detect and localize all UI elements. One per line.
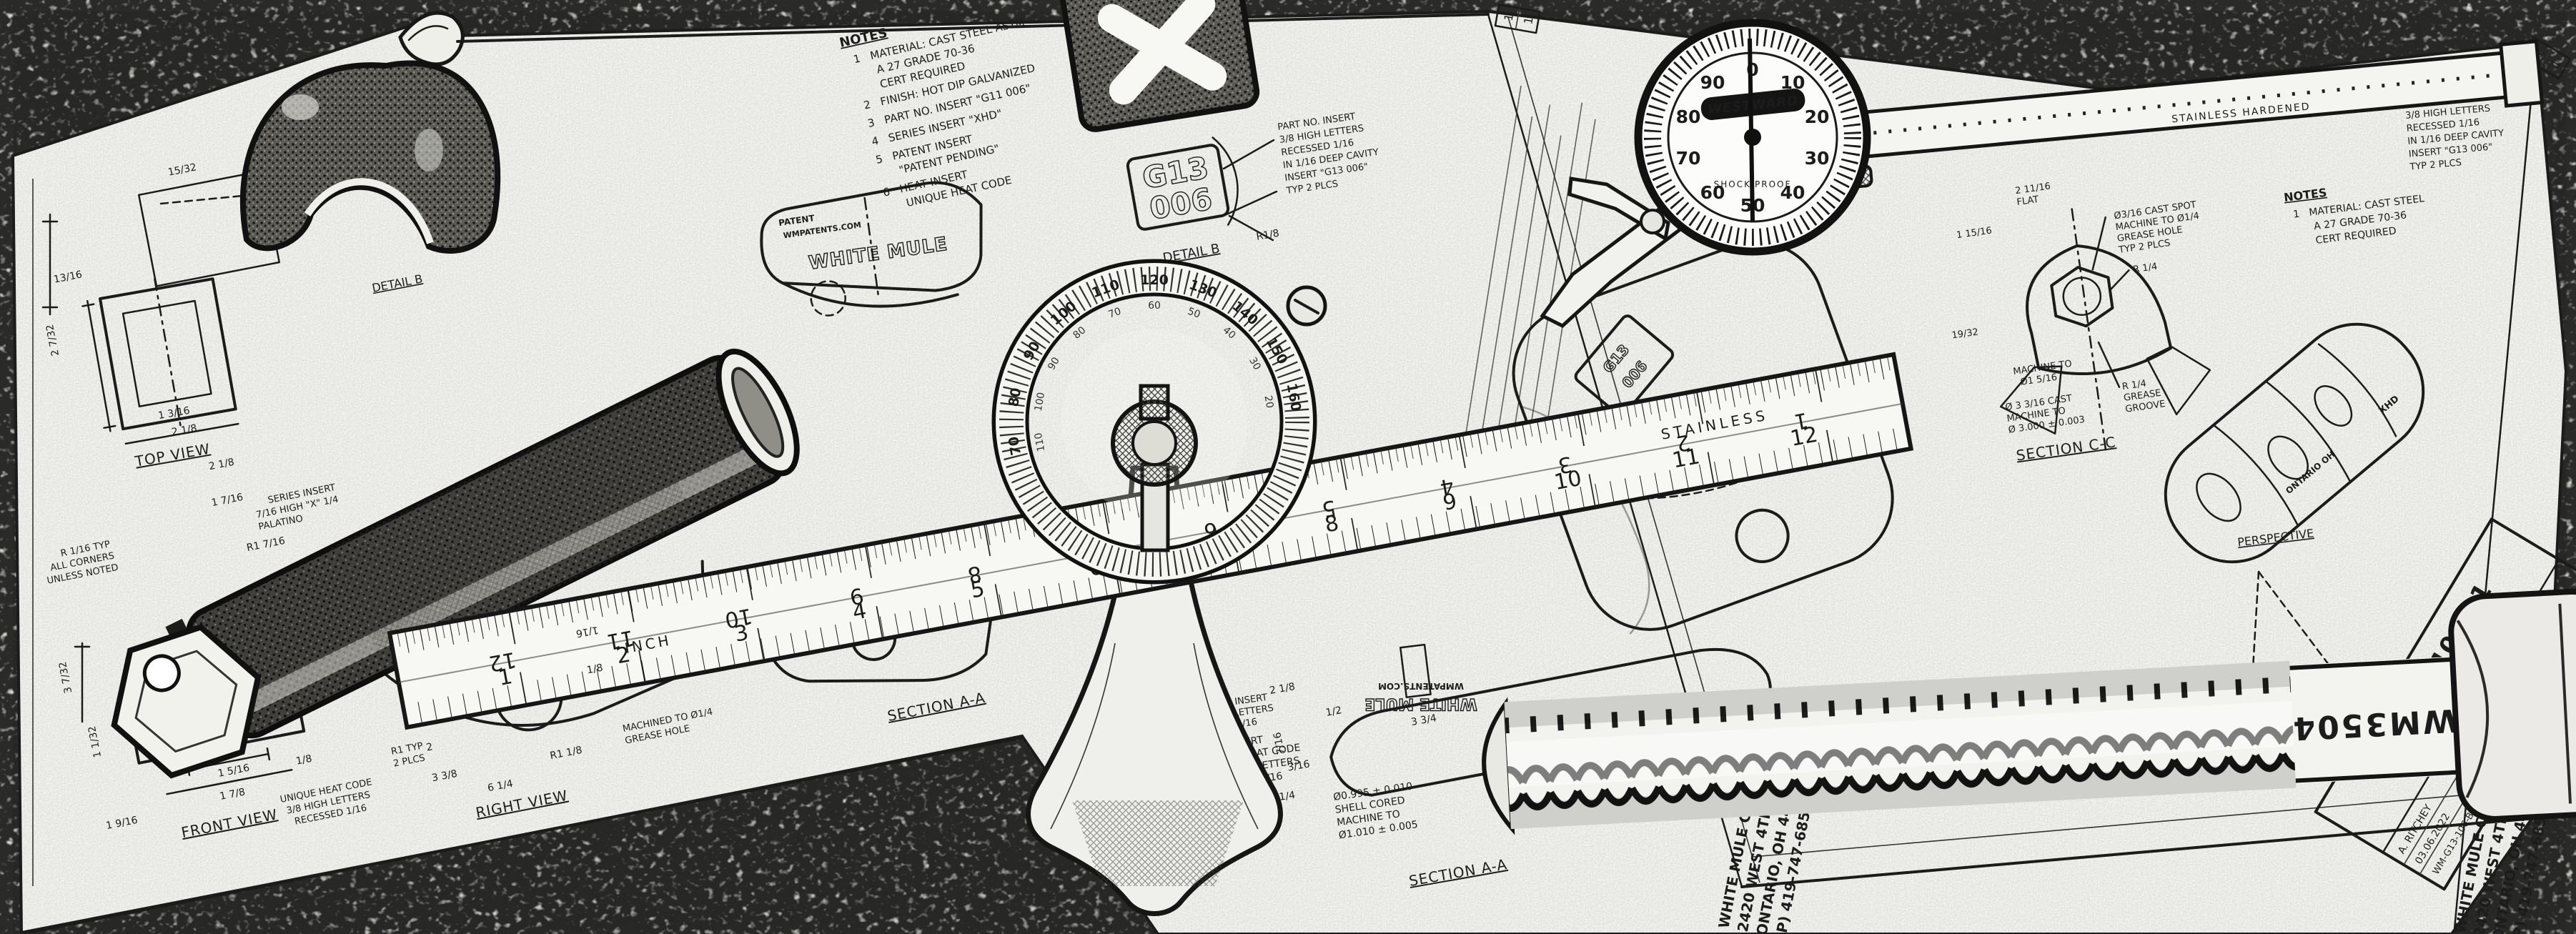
note-line: Ø1 5/16 [2020,372,2058,388]
tube [111,348,800,779]
bolt-smooth-shank: WM3504 [2289,656,2462,784]
dial-number: 90 [1700,72,1725,93]
note-line: R 1/4 [2121,378,2147,392]
ruler-eighth-label: 1/8 [586,662,604,677]
ruler-number: 11 [605,625,636,654]
dim-text: 13/16 [53,269,84,285]
dim-text: 1/8 [295,753,313,767]
protractor-dial: 70 80 90 100 110 120 130 140 150 160 110… [991,259,1327,585]
bolt-marking: WM3504 [2290,702,2458,747]
title-strip-greeking [1460,85,1596,480]
embossed-text: WMPATENTS.COM [1378,681,1464,691]
degree-number: 50 [1186,306,1202,321]
dim-lines [41,170,281,723]
mirrored-emboss: WHITE MULE WMPATENTS.COM [1364,681,1478,713]
degree-number: 100 [1033,392,1047,412]
protractor-base [1026,465,1283,916]
degree-number: 70 [1107,306,1123,321]
top-view-drawing: 1 3/16 2 1/8 TOP VIEW [81,277,239,470]
dim-text: 1 15/16 [1956,225,1992,241]
dim-text: 1 7/8 [219,786,246,803]
flat-note: 2 11/16 FLAT [2014,181,2051,208]
degree-number: 30 [1247,355,1263,372]
dim-text: 2 1/8 [208,457,235,473]
ruler-number: 11 [1670,444,1702,473]
degree-number: 120 [1140,272,1169,288]
note-line: FLAT [2016,194,2040,208]
degree-number: 80 [1006,387,1024,408]
sheet-number: 1 [1502,12,1516,21]
dial-number: 20 [1805,106,1830,127]
dim-text: 2 1/8 [1269,681,1296,697]
spot-note: Ø3/16 CAST SPOT MACHINE TO Ø1/4 GREASE H… [2114,199,2200,256]
section-cc-drawing: 2 11/16 FLAT 19/32 1 15/16 MACHINE TO Ø1… [1951,181,2211,464]
degree-number: 70 [1006,435,1024,457]
note-line: GREASE [2123,388,2161,404]
sheet-number: 1 [1521,16,1535,25]
dim-text: 3 3/4 [1410,712,1437,728]
dial-number: 30 [1805,148,1830,169]
bolt: WM3504 [1482,588,2576,835]
dim-text: 6 1/4 [487,778,514,795]
x-plate-casting [1059,0,1260,132]
bolt-head [2448,588,2576,822]
caliper-jaws [1540,177,1684,329]
center-knob [1111,384,1198,552]
caliper-dial: 0 10 20 30 40 50 60 70 80 90 WESTWARD SH… [1634,19,1871,256]
dim-text: 3 3/8 [431,768,458,785]
dial-number: 80 [1676,106,1701,127]
ruler-sixteenth-label: 1/16 [575,624,599,639]
dim-text: R 1/4 [2132,262,2158,276]
sheet-index-box-middle: 1 1 [1494,4,1541,34]
dim-text: 2 [425,741,434,753]
page-curl [398,11,465,66]
ruler-number: 10 [723,602,754,632]
dim-text: 19/32 [1951,327,1979,341]
bolt-tip [1482,697,1515,835]
arch-casting [239,60,501,254]
dial-number: 60 [1700,182,1725,203]
dial-number: 40 [1780,182,1805,203]
g13-callout: PART NO. INSERT 3/8 HIGH LETTERS RECESSE… [1277,111,1379,197]
note-line: INSERT [1234,692,1268,707]
dim-text: 3/16 [1287,758,1311,773]
dial-number: 70 [1676,148,1701,169]
dim-text: 2 1/8 [171,422,198,438]
degree-number: 60 [1148,300,1161,312]
ruler-number: 10 [1552,466,1584,495]
dim-text: 7/16 [1272,731,1287,755]
note-line: TYP 2 PLCS [2409,157,2462,172]
dim-text: 15/32 [167,162,198,178]
ruler-number: 12 [487,647,518,676]
degree-number: 20 [1262,394,1276,409]
dim-text: R1/8 [1255,228,1280,243]
degree-number: 110 [1033,432,1047,452]
tube-hex-end [111,624,262,779]
degree-number: 90 [1046,355,1062,372]
note-line: 2 11/16 [2014,181,2051,197]
dim-text: 1/2 [1325,705,1343,719]
dim-text: 1 3/16 [157,405,191,422]
embossed-text: WHITE MULE [1364,695,1477,712]
ruler-number: 12 [1788,422,1820,452]
